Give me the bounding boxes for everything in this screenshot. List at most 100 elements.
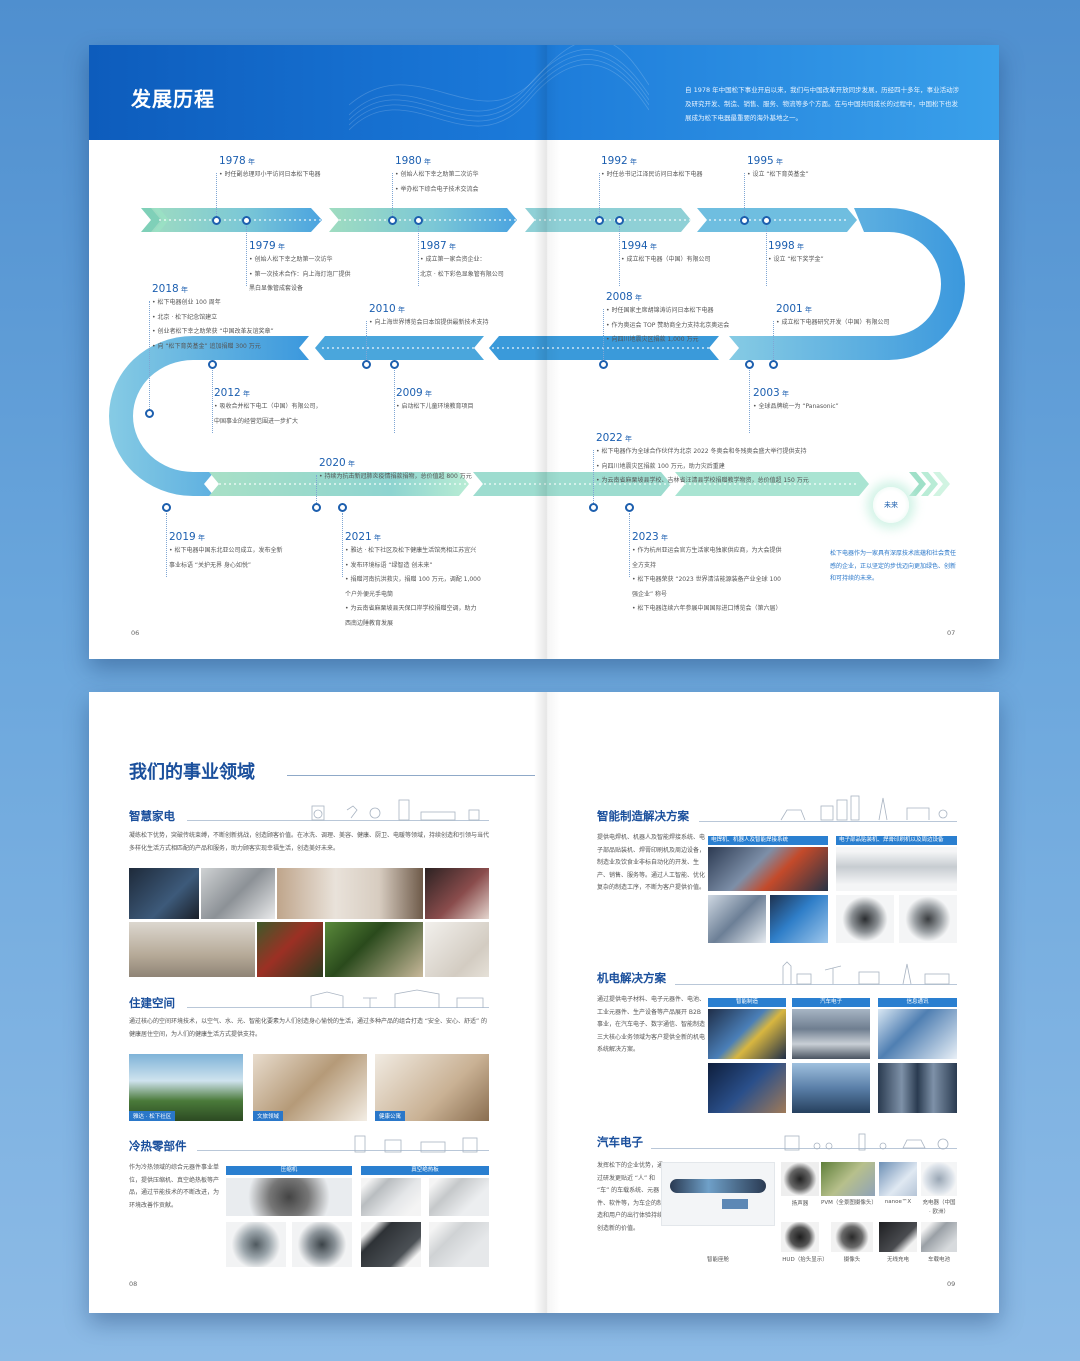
label-wireless: 无线充电 [886,1257,909,1263]
event-year: 2008 年 [606,291,729,303]
section-title-smart-home: 智慧家电 [129,809,175,823]
photo-compressor-1 [226,1178,352,1216]
event-year: 2019 年 [169,531,282,543]
event-year-unit: 年 [446,243,456,251]
timeline-event-1978: 1978 年• 时任副总理邓小平访问日本松下电器 [219,155,320,182]
timeline-dot [740,216,749,225]
event-year: 2012 年 [214,387,321,399]
photo-smart-mfg [708,1009,786,1059]
spine-shadow [534,692,560,1313]
photo-wireless [879,1222,917,1252]
event-year-unit: 年 [275,243,285,251]
label-smart-mfg: 智能制造 [708,998,786,1007]
photo-mounter-3 [899,895,957,943]
event-text: • 全球品牌统一为 “Panasonic” [753,403,839,410]
event-text: • 松下电器荣获 “2023 世界清洁能源装备产业全球 100 [632,576,781,583]
event-year-unit: 年 [245,158,255,166]
track-segment [525,208,691,232]
event-year: 2010 年 [369,303,488,315]
track-curve-right [729,208,965,360]
event-year: 2023 年 [632,531,781,543]
timeline-dot [390,360,399,369]
label-battery: 车载电池 [927,1257,950,1263]
event-year-number: 1987 [420,240,447,252]
event-text: • 松下电器连续六年参展中国国际进口博览会（第六届） [632,605,782,612]
electromech-text: 通过提供电子材料、电子元器件、电池、工业元器件、生产设备等产品展开 B2B 事业… [597,996,706,1053]
event-year-number: 1998 [768,240,795,252]
label-auto-elec: 汽车电子 [792,998,870,1007]
event-year-unit: 年 [622,435,632,443]
event-text: 北京 · 松下彩色显象管有限公司 [420,270,504,278]
photo-outdoor [325,922,423,977]
event-year: 2001 年 [776,303,889,315]
event-year-number: 2008 [606,291,633,303]
event-text: • 成立松下电器研究开发（中国）有限公司 [776,319,890,326]
timeline-connector [394,370,395,433]
photo-camera [831,1222,873,1252]
event-text: 事业标语 “关护无界 身心如悦” [169,561,252,569]
timeline-dot [762,216,771,225]
city-line-icons [782,961,950,985]
event-text: 中国事业的经营范围进一步扩大 [214,417,299,425]
smart-home-text: 凝练松下优势，突破传统束缚，不断创新挑战，创造顾客价值。在冰洗、调理、美容、健康… [129,832,490,852]
building-line-icons [310,989,484,1008]
timeline-event-2012: 2012 年• 吸收合并松下电工（中国）有限公司， 中国事业的经营范围进一步扩大 [214,387,321,428]
timeline-event-2001: 2001 年 • 成立松下电器研究开发（中国）有限公司 [776,303,889,330]
section-title-automotive: 汽车电子 [597,1135,643,1149]
timeline-connector [246,226,247,286]
event-text: • 持续为抗击新冠肺炎疫情捐款捐物，总价值超 800 万元 [319,473,472,480]
event-text: • 向四川地震灾区捐款 1,000 万元 [606,336,699,343]
event-year-number: 2021 [345,531,372,543]
photo-panel-2 [429,1178,489,1216]
event-year: 1998 年 [768,240,824,252]
photo-compressor-3 [292,1222,352,1267]
event-text: • 雅达 · 松下社区及松下健康生活馆亮相江苏宜兴 [345,547,477,554]
event-text: • 发布环境标语 “绿智造 创未来” [345,561,433,569]
event-text: • 北京 · 松下纪念馆建立 [152,313,218,321]
event-text: • 成立第一家合资企业： [420,256,486,263]
event-text: • 第一次技术合作：向上海灯泡厂提供 [249,270,351,278]
photo-servers [878,1063,957,1113]
timeline-dot [208,360,217,369]
track-curve-left [109,336,309,496]
label-cockpit: 智能座舱 [706,1257,729,1263]
future-badge: 未来 [873,487,909,523]
caption-community: 雅达 · 松下社区 [129,1111,176,1121]
event-year-number: 2019 [169,531,196,543]
label-welding: 电焊机、机器人及智能焊接系统 [708,836,828,845]
photo-appliance-red [257,922,323,977]
event-year-unit: 年 [240,390,250,398]
event-year-number: 1980 [395,155,422,167]
timeline-connector [212,370,213,433]
timeline-connector [603,309,604,360]
track-segment [697,208,857,232]
event-year: 1995 年 [747,155,809,167]
event-year: 1980 年 [395,155,478,167]
event-text: • 时任副总理邓小平访问日本松下电器 [219,171,321,178]
event-text: • 成立松下电器（中国）有限公司 [621,256,711,263]
event-year-number: 2022 [596,432,623,444]
label-hud: HUD（抬头显示） [782,1257,828,1263]
event-text: • 松下电器创业 100 周年 [152,299,221,306]
caption-tourism: 文旅领域 [253,1111,284,1121]
label-nanoe: nanoe™X [884,1199,912,1205]
event-text: • 设立 “松下育英基金” [747,171,809,178]
event-text: • 向四川地震灾区捐款 100 万元，助力灾后重建 [596,462,725,470]
title-rule [287,775,535,776]
timeline-connector [149,301,150,409]
timeline-connector [749,370,750,433]
label-compressor: 压缩机 [226,1166,352,1175]
timeline-event-2018: 2018 年• 松下电器创业 100 周年• 北京 · 松下纪念馆建立• 创业者… [152,283,274,353]
label-speaker: 扬声器 [791,1201,809,1207]
track-segment [473,472,671,496]
timeline-dot [312,503,321,512]
timeline-connector [166,513,167,577]
event-text: 西南边陲教育发展 [345,619,394,627]
photo-tourism: 文旅领域 [253,1054,367,1121]
timeline-dot [388,216,397,225]
event-year-number: 2018 [152,283,179,295]
event-text: • 捐赠河南抗洪救灾，捐赠 100 万元，调配 1,000 [345,576,481,583]
event-text: • 创始人松下幸之助第一次访华 [249,256,333,263]
machine-line-icons [354,1135,478,1153]
photo-laundry [201,868,275,919]
